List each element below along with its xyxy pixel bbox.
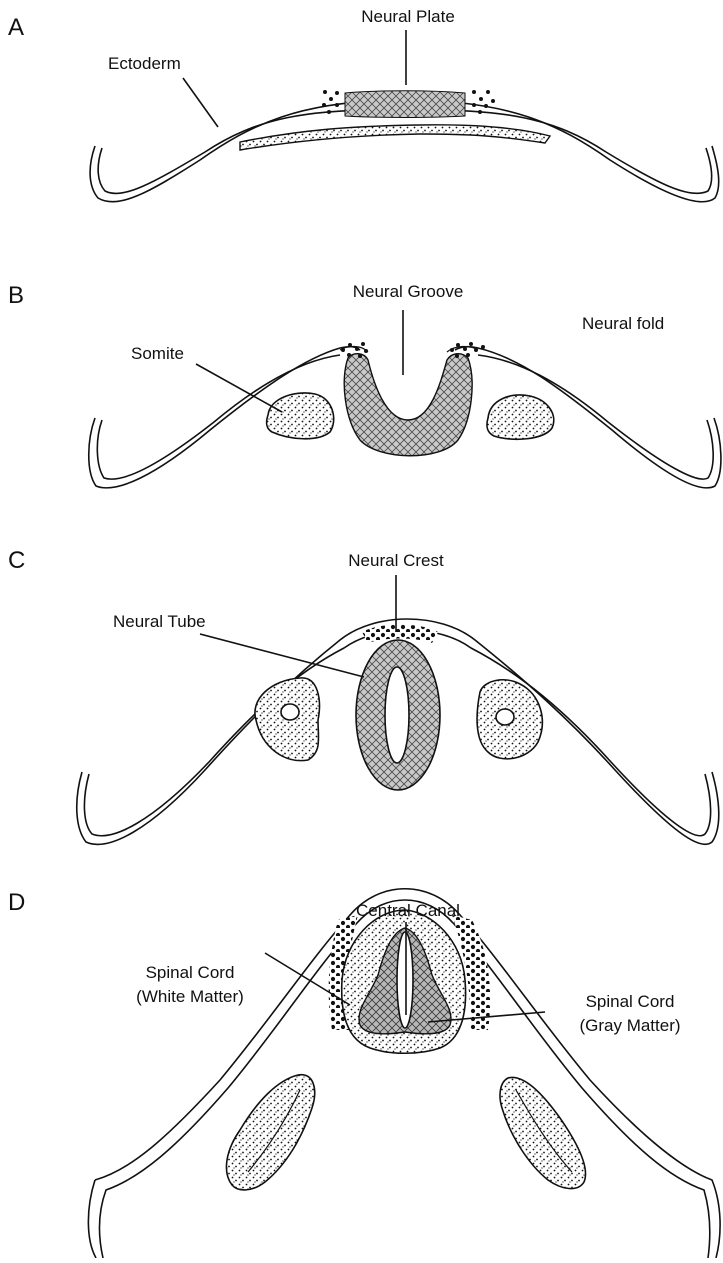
neural-fold-label: Neural fold: [582, 314, 664, 333]
neural-tube-lumen: [385, 667, 409, 763]
panel-a-border-cells-right: [472, 90, 495, 114]
panel-d-letter: D: [8, 889, 25, 916]
panel-d-somite-left: [226, 1075, 314, 1190]
ectoderm-leader: [183, 78, 218, 127]
somite-right: [487, 395, 554, 439]
somite-leader: [196, 364, 282, 412]
panel-c-somite-right-cavity: [496, 709, 514, 725]
panel-b-ectoderm-inner: [97, 355, 713, 479]
panel-c-letter: C: [8, 547, 25, 574]
neural-crest-label: Neural Crest: [348, 551, 444, 570]
white-matter-label-line2: (White Matter): [136, 987, 244, 1006]
neural-tube-label: Neural Tube: [113, 612, 206, 631]
panel-b-ectoderm-outer: [89, 347, 721, 488]
central-canal: [397, 932, 413, 1028]
neural-groove-label: Neural Groove: [353, 282, 464, 301]
neural-plate: [345, 91, 465, 118]
neural-plate-label: Neural Plate: [361, 7, 455, 26]
panel-a-border-cells-left: [322, 90, 339, 114]
somite-left: [267, 393, 334, 439]
panel-b-letter: B: [8, 282, 24, 309]
panel-b: B Neural Groove Neural fold Somite: [8, 282, 721, 488]
gray-matter-label-line1: Spinal Cord: [586, 992, 675, 1011]
panel-c-somite-left-cavity: [281, 704, 299, 720]
neural-groove-tissue: [344, 354, 472, 456]
panel-a-mesoderm-strip: [240, 125, 550, 150]
somite-label: Somite: [131, 344, 184, 363]
panel-a-letter: A: [8, 14, 24, 41]
gray-matter-label-line2: (Gray Matter): [579, 1016, 680, 1035]
central-canal-label: Central Canal: [356, 901, 460, 920]
panel-d: D Central Canal Spinal Cord (White Matte…: [8, 889, 720, 1258]
panel-a-ectoderm-inner: [98, 110, 711, 194]
panel-a: A Neural Plate Ectoderm: [8, 7, 719, 202]
white-matter-label-line1: Spinal Cord: [146, 963, 235, 982]
ectoderm-label: Ectoderm: [108, 54, 181, 73]
panel-c: C Neural Crest Neural Tube: [8, 547, 719, 844]
